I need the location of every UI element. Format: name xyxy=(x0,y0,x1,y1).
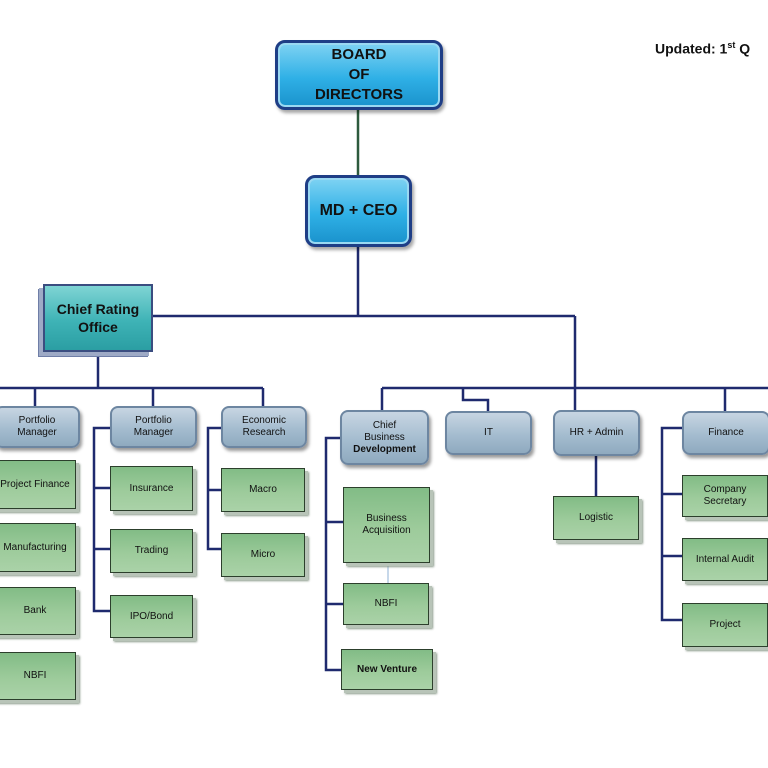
finance-box: Finance xyxy=(682,411,768,455)
insurance-box: Insurance xyxy=(110,466,193,511)
business-acquisition-box: Business Acquisition xyxy=(343,487,430,563)
logistic-box: Logistic xyxy=(553,496,639,540)
chief-business-development-box: Chief Business Development xyxy=(340,410,429,465)
updated-label: Updated: 1st Q xyxy=(655,40,751,57)
new-venture-box: New Venture xyxy=(341,649,433,690)
it-box: IT xyxy=(445,411,532,455)
project-box: Project xyxy=(682,603,768,647)
bank-box: Bank xyxy=(0,587,76,635)
chief-rating-office-box: Chief Rating Office xyxy=(43,284,153,352)
internal-audit-box: Internal Audit xyxy=(682,538,768,581)
manufacturing-box: Manufacturing xyxy=(0,523,76,572)
economic-research-box: Economic Research xyxy=(221,406,307,448)
nbfi-left-box: NBFI xyxy=(0,652,76,700)
ipo-bond-box: IPO/Bond xyxy=(110,595,193,638)
micro-box: Micro xyxy=(221,533,305,577)
md-ceo-box: MD + CEO xyxy=(305,175,412,247)
portfolio-manager-1-box: Portfolio Manager xyxy=(0,406,80,448)
development-label: Development xyxy=(353,443,416,455)
macro-box: Macro xyxy=(221,468,305,512)
nbfi-bd-box: NBFI xyxy=(343,583,429,625)
portfolio-manager-2-box: Portfolio Manager xyxy=(110,406,197,448)
trading-box: Trading xyxy=(110,529,193,573)
hr-admin-box: HR + Admin xyxy=(553,410,640,456)
board-of-directors-box: BOARD OF DIRECTORS xyxy=(275,40,443,110)
chief-business-label: Chief Business xyxy=(364,419,405,443)
project-finance-box: Project Finance xyxy=(0,460,76,509)
company-secretary-box: Company Secretary xyxy=(682,475,768,517)
